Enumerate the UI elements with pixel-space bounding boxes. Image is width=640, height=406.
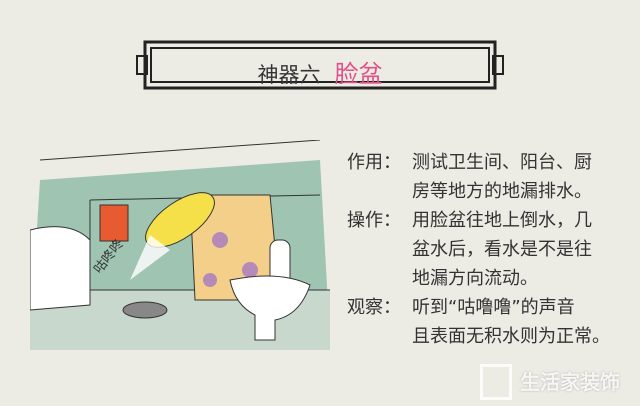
line: 用脸盆往地上倒水，几 xyxy=(412,210,592,231)
line: 房等地方的地漏排水。 xyxy=(412,181,592,202)
sink-cabinet xyxy=(30,226,91,311)
line: 且表面无积水则为正常。 xyxy=(412,326,610,347)
floor-drain xyxy=(122,301,168,319)
line: 听到“咕噜噜”的声音 xyxy=(412,297,575,318)
toilet xyxy=(229,275,311,341)
section-operation: 操作： 用脸盆往地上倒水，几盆水后，看水是不是往地漏方向流动。 xyxy=(347,206,640,293)
line: 地漏方向流动。 xyxy=(412,268,538,289)
section-label: 作用： xyxy=(347,152,401,173)
watermark-text: 生活家装饰 xyxy=(520,370,620,394)
line: 盆水后，看水是不是往 xyxy=(412,239,592,260)
picture-frame xyxy=(99,204,129,242)
watermark-logo-icon xyxy=(480,364,512,400)
title-banner-frame xyxy=(136,40,504,90)
description: 作用： 测试卫生间、阳台、厨房等地方的地漏排水。 操作： 用脸盆往地上倒水，几盆… xyxy=(347,148,640,351)
title-highlight: 脸盆 xyxy=(334,60,383,88)
section-label: 操作： xyxy=(347,210,401,231)
section-label: 观察： xyxy=(347,297,401,318)
section-purpose: 作用： 测试卫生间、阳台、厨房等地方的地漏排水。 xyxy=(347,148,640,206)
section-observation: 观察： 听到“咕噜噜”的声音且表面无积水则为正常。 xyxy=(347,293,640,351)
title-prefix: 神器六 xyxy=(257,63,321,87)
page-title: 神器六脸盆 xyxy=(0,54,640,89)
bathroom-illustration xyxy=(30,140,330,350)
line: 测试卫生间、阳台、厨 xyxy=(412,152,592,173)
watermark: 生活家装饰 xyxy=(480,362,630,400)
